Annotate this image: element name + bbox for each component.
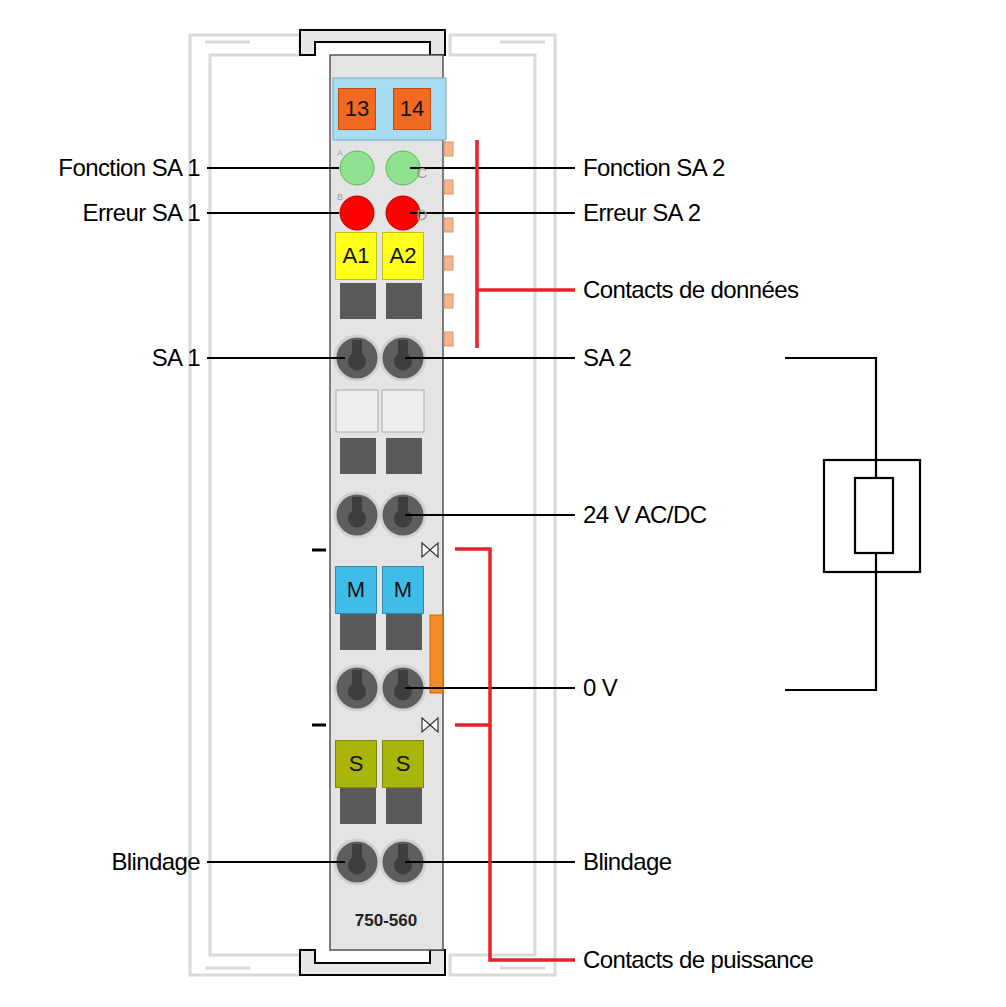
terminal-marker: A1 bbox=[343, 245, 370, 267]
terminal-slot bbox=[348, 340, 366, 370]
terminal-slot bbox=[348, 497, 366, 527]
led-letter: C bbox=[417, 165, 428, 180]
terminal bbox=[335, 666, 379, 710]
callout-label: Blindage bbox=[111, 850, 200, 874]
callout-label: 0 V bbox=[583, 676, 617, 700]
terminal-marker: 13 bbox=[345, 98, 369, 120]
power-jumper-marks bbox=[422, 543, 438, 732]
terminal bbox=[335, 493, 379, 537]
callout-label: 24 V AC/DC bbox=[583, 503, 706, 527]
callout-label: Erreur SA 1 bbox=[83, 201, 200, 225]
data-contacts bbox=[444, 142, 453, 346]
marker-tag: 13 bbox=[338, 88, 376, 130]
module-housing bbox=[330, 55, 443, 950]
terminals bbox=[335, 336, 425, 884]
marker-tag: A2 bbox=[382, 232, 424, 280]
terminal-slot bbox=[348, 844, 366, 874]
callout-label: Blindage bbox=[583, 850, 672, 874]
power-contact bbox=[430, 615, 443, 693]
leader-lines bbox=[207, 168, 575, 862]
marker-tag: M bbox=[335, 566, 377, 614]
brackets bbox=[455, 140, 575, 960]
marker-tag: 14 bbox=[393, 88, 431, 130]
led-letter: A bbox=[337, 149, 343, 158]
part-number: 750-560 bbox=[328, 912, 444, 929]
top-clip bbox=[300, 30, 445, 55]
marker-tag: S bbox=[382, 740, 424, 788]
terminal-slot bbox=[394, 670, 412, 700]
terminal-slot bbox=[394, 340, 412, 370]
tick-marks bbox=[312, 550, 326, 725]
callout-label: Contacts de puissance bbox=[583, 948, 813, 972]
terminal-slot bbox=[394, 844, 412, 874]
terminal-slot bbox=[394, 497, 412, 527]
marker-tag: A1 bbox=[335, 232, 377, 280]
callout-label: SA 2 bbox=[583, 346, 631, 370]
terminal-marker: S bbox=[396, 753, 411, 775]
callout-label: Contacts de données bbox=[583, 278, 798, 302]
led-red bbox=[340, 196, 374, 230]
terminal-marker: M bbox=[394, 579, 412, 601]
callout-label: Erreur SA 2 bbox=[583, 201, 700, 225]
callout-label: Fonction SA 1 bbox=[58, 156, 200, 180]
din-rail bbox=[190, 35, 555, 975]
led-letter: B bbox=[337, 193, 343, 202]
callout-label: Fonction SA 2 bbox=[583, 156, 725, 180]
marker-tag: M bbox=[382, 566, 424, 614]
marker-area bbox=[333, 78, 446, 140]
led-green bbox=[340, 151, 374, 185]
terminal-marker: S bbox=[349, 753, 364, 775]
led-letter: D bbox=[417, 207, 428, 222]
callout-label: SA 1 bbox=[152, 346, 200, 370]
terminal-marker: M bbox=[347, 579, 365, 601]
blank-markers bbox=[336, 390, 424, 432]
terminal-slot bbox=[348, 670, 366, 700]
marker-tag: S bbox=[335, 740, 377, 788]
terminal-marker: A2 bbox=[390, 245, 417, 267]
bottom-clip bbox=[300, 950, 445, 975]
resistor-symbol bbox=[785, 358, 920, 690]
terminal-marker: 14 bbox=[400, 98, 424, 120]
